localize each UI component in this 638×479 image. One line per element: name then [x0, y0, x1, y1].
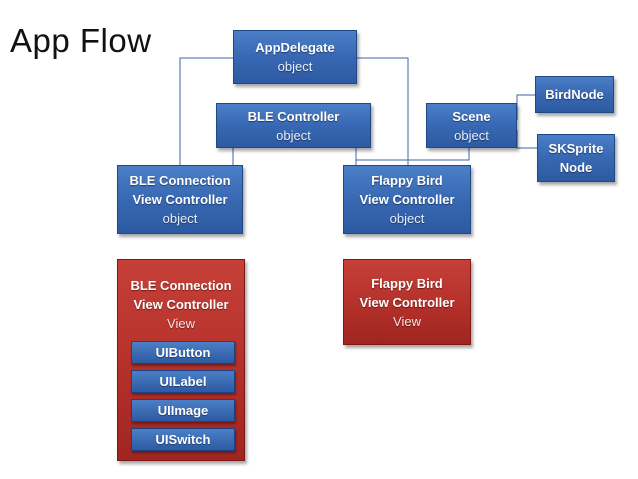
ble-controller-box[interactable]: BLE Controller object	[216, 103, 371, 148]
connector-scene-to-sksprite	[516, 130, 537, 149]
flappy-bird-view-line2: View Controller	[359, 294, 455, 310]
uilabel-box[interactable]: UILabel	[131, 370, 235, 393]
flappy-bird-vc-line2: View Controller	[359, 192, 455, 207]
connector-appdelegate-to-ble-connection	[179, 57, 233, 165]
ble-connection-view-kind: View	[167, 316, 195, 331]
flappy-bird-vc-line1: Flappy Bird	[371, 173, 443, 188]
uiswitch-box[interactable]: UISwitch	[131, 428, 235, 451]
scene-kind: object	[454, 127, 489, 143]
flappy-bird-vc-box[interactable]: Flappy Bird View Controller object	[343, 165, 471, 234]
ble-connection-view-line2: View Controller	[133, 297, 229, 312]
connector-appdelegate-to-flappy-bird	[357, 57, 409, 165]
uibutton-box[interactable]: UIButton	[131, 341, 235, 364]
appdelegate-box[interactable]: AppDelegate object	[233, 30, 357, 84]
ble-connection-view-line1: BLE Connection	[130, 278, 232, 293]
sksprite-box[interactable]: SKSprite Node	[537, 134, 615, 182]
flappy-bird-vc-kind: object	[389, 211, 425, 226]
uiimage-box[interactable]: UIImage	[131, 399, 235, 422]
sksprite-line2: Node	[559, 160, 593, 175]
scene-name: Scene	[452, 108, 491, 124]
sksprite-line1: SKSprite	[548, 141, 604, 156]
ble-connection-view-box[interactable]: BLE Connection View Controller View UIBu…	[117, 259, 245, 461]
connector-scene-to-birdnode	[516, 94, 535, 120]
flappy-bird-view-box[interactable]: Flappy Bird View Controller View	[343, 259, 471, 345]
birdnode-name: BirdNode	[545, 87, 604, 102]
birdnode-box[interactable]: BirdNode	[535, 76, 614, 113]
ble-connection-vc-box[interactable]: BLE Connection View Controller object	[117, 165, 243, 234]
ble-controller-name: BLE Controller	[247, 108, 340, 124]
connector-scene-to-flappy-bird	[356, 148, 470, 161]
flappy-bird-view-kind: View	[393, 313, 421, 329]
flappy-bird-view-line1: Flappy Bird	[371, 275, 443, 291]
ble-controller-kind: object	[276, 127, 311, 143]
appdelegate-kind: object	[277, 59, 313, 74]
ble-connection-vc-line2: View Controller	[132, 192, 228, 207]
ble-connection-vc-kind: object	[162, 211, 198, 226]
page-title: App Flow	[10, 22, 152, 59]
ble-connection-vc-line1: BLE Connection	[129, 173, 231, 188]
appdelegate-name: AppDelegate	[255, 40, 335, 55]
scene-box[interactable]: Scene object	[426, 103, 517, 148]
